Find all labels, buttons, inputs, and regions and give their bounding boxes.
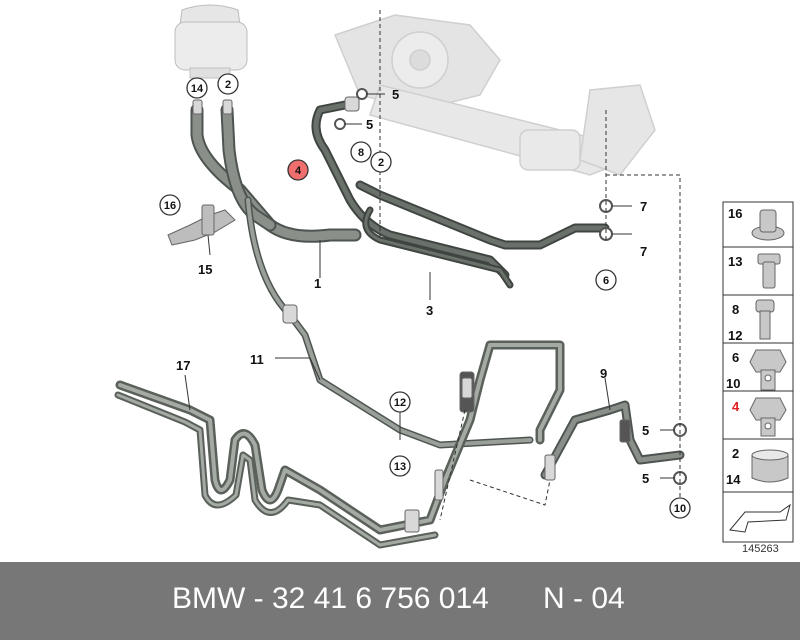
callout-8: 8 [358,147,364,159]
part-number-footer: BMW - 32 41 6 756 014 N - 04 [0,562,800,640]
callout-3: 3 [426,303,433,318]
legend-item-2-top: 8 [732,302,739,317]
hollow-bolt-icon [757,253,781,289]
callout-1: 1 [314,276,321,291]
callout-13: 13 [394,461,406,473]
bolt-icon [755,299,775,340]
clip-part [167,204,236,246]
legend-item-3-bottom: 10 [726,376,740,391]
callout-4: 4 [295,165,302,177]
callout-5-c: 5 [642,423,649,438]
banjo-fitting-icon [749,397,787,437]
legend-item-5-top: 2 [732,446,739,461]
legend-item-2-bottom: 12 [728,328,742,343]
hose-clamp-icon [751,449,789,483]
callout-5-b: 5 [366,117,373,132]
arrow-symbol-icon [729,503,791,533]
callout-10: 10 [674,503,686,515]
banjo-bolt-icon [749,349,787,391]
legend-item-5-bottom: 14 [726,472,741,487]
callout-2-top: 2 [225,79,231,91]
legend-item-0-top: 16 [728,206,742,221]
callout-16: 16 [164,200,176,212]
reservoir [174,4,248,79]
collar-screw-icon [751,209,785,241]
part-number-text: BMW - 32 41 6 756 014 [172,582,489,615]
callout-9: 9 [600,366,607,381]
legend-item-1-top: 13 [728,254,742,269]
callout-7-b: 7 [640,244,647,259]
callout-14-top: 14 [191,83,204,95]
callout-6: 6 [603,275,609,287]
fittings [192,96,631,533]
callout-12: 12 [394,397,406,409]
parts-legend: 16 13 8 12 6 10 4 2 14 [722,201,794,543]
legend-item-4-top: 4 [732,399,740,414]
callout-5-a: 5 [392,87,399,102]
reference-lines [379,10,681,521]
steering-rack-ghost [333,14,656,176]
variant-code-text: N - 04 [543,582,625,615]
callout-11: 11 [250,352,264,367]
callout-2-mid: 2 [378,157,384,169]
callout-17: 17 [176,358,190,373]
parts-diagram: 5 5 7 7 1 3 11 17 9 15 5 5 14 2 16 4 8 2… [114,4,794,555]
callout-15: 15 [198,262,212,277]
callout-5-d: 5 [642,471,649,486]
circled-callouts: 14 2 16 4 8 2 6 12 13 10 [159,73,691,519]
leader-lines [184,93,675,479]
diagram-ref-number: 145263 [742,543,779,555]
callout-7-a: 7 [640,199,647,214]
legend-item-3-top: 6 [732,350,739,365]
